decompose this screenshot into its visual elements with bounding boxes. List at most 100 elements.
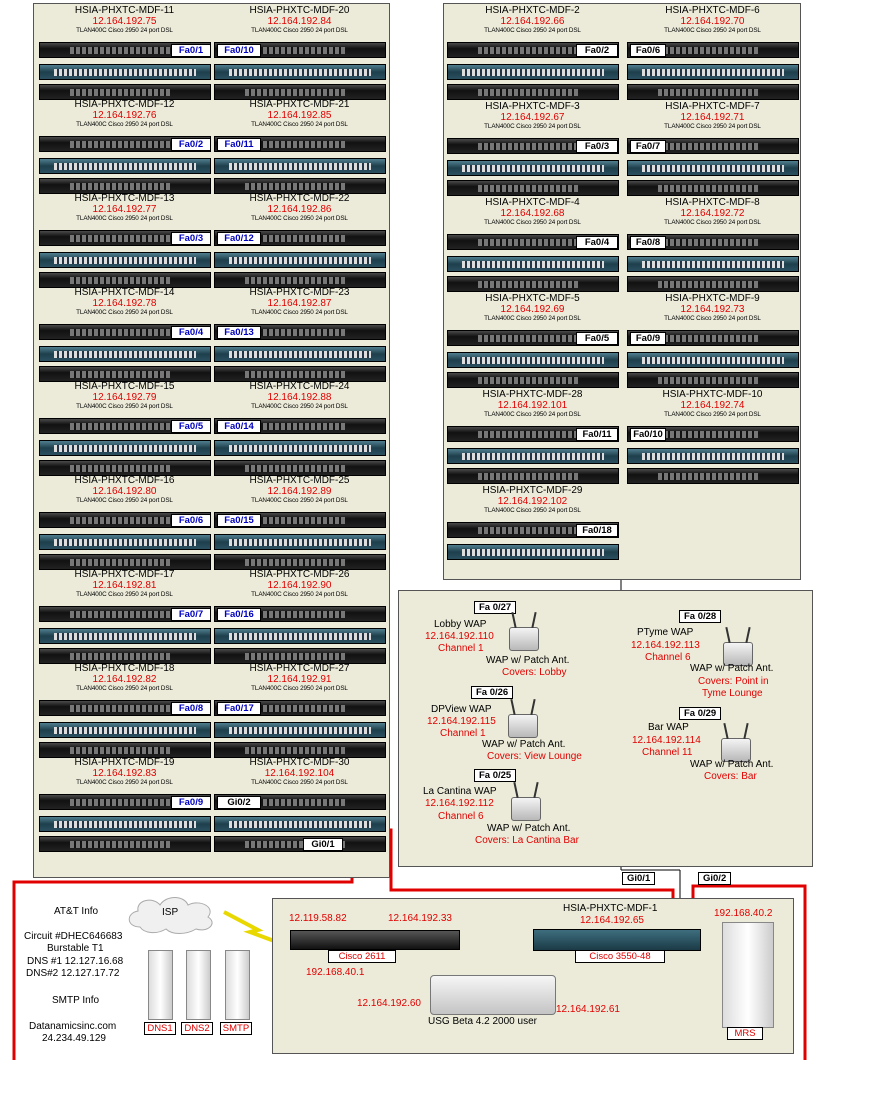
wap-type: WAP w/ Patch Ant.	[690, 663, 774, 674]
patch-panel-icon	[214, 534, 386, 550]
wap-device-icon	[509, 627, 539, 651]
domain-name: Datanamicsinc.com	[29, 1021, 117, 1032]
switch-model: TLAN400C Cisco 2950 24 port DSL	[484, 27, 581, 34]
switch-name: HSIA-PHXTC-MDF-8	[665, 197, 760, 208]
wap-coverage: Covers: Bar	[704, 771, 757, 782]
switch-icon	[214, 554, 386, 570]
isp-label: ISP	[162, 907, 179, 918]
switch-port-label: Fa0/6	[171, 514, 211, 527]
switch-icon	[39, 84, 211, 100]
cloud-icon	[128, 897, 213, 934]
att-service: Burstable T1	[47, 943, 104, 954]
switch-name: HSIA-PHXTC-MDF-19	[74, 757, 175, 768]
switch-model: TLAN400C Cisco 2950 24 port DSL	[664, 219, 761, 226]
switch-name: HSIA-PHXTC-MDF-6	[665, 5, 760, 16]
switch-model: TLAN400C Cisco 2950 24 port DSL	[251, 685, 348, 692]
switch-port-label: Fa0/8	[171, 702, 211, 715]
switch-icon	[214, 742, 386, 758]
switch-icon: Fa0/6	[627, 42, 799, 58]
switch-name: HSIA-PHXTC-MDF-7	[665, 101, 760, 112]
switch-ip: 12.164.192.85	[267, 110, 332, 121]
switch-icon	[39, 742, 211, 758]
wap-ip: 12.164.192.115	[427, 716, 496, 727]
switch-icon	[447, 180, 619, 196]
switch-name: HSIA-PHXTC-MDF-21	[249, 99, 350, 110]
switch-name: HSIA-PHXTC-MDF-23	[249, 287, 350, 298]
switch-name: HSIA-PHXTC-MDF-13	[74, 193, 175, 204]
switch-port-label: Fa0/9	[630, 332, 666, 345]
switch-name: HSIA-PHXTC-MDF-16	[74, 475, 175, 486]
switch-icon	[39, 366, 211, 382]
switch-model: TLAN400C Cisco 2950 24 port DSL	[664, 123, 761, 130]
wap-type: WAP w/ Patch Ant.	[482, 739, 566, 750]
wap-ip: 12.164.192.110	[425, 631, 494, 642]
switch-ip: 12.164.192.78	[92, 298, 157, 309]
switch-ip: 12.164.192.69	[500, 304, 565, 315]
server-label: SMTP	[220, 1022, 252, 1035]
switch-ip: 12.164.192.102	[497, 496, 568, 507]
patch-panel-icon	[627, 64, 799, 80]
usg-label: USG Beta 4.2 2000 user	[428, 1016, 537, 1027]
switch-model: TLAN400C Cisco 2950 24 port DSL	[76, 121, 173, 128]
switch-icon	[447, 468, 619, 484]
switch-icon: Fa0/18	[447, 522, 619, 538]
switch-ip: 12.164.192.79	[92, 392, 157, 403]
switch-name: HSIA-PHXTC-MDF-12	[74, 99, 175, 110]
patch-panel-icon	[39, 440, 211, 456]
switch-ip: 12.164.192.88	[267, 392, 332, 403]
patch-panel-icon	[447, 352, 619, 368]
patch-panel-icon	[39, 816, 211, 832]
router-label: Cisco 2611	[328, 950, 396, 963]
switch-model: TLAN400C Cisco 2950 24 port DSL	[664, 411, 761, 418]
switch-icon: Fa0/4	[39, 324, 211, 340]
switch-port-label: Fa0/11	[217, 138, 261, 151]
wap-coverage: Covers: Lobby	[502, 667, 567, 678]
patch-panel-icon	[447, 256, 619, 272]
switch-icon	[447, 276, 619, 292]
switch-port-label: Fa0/11	[576, 428, 618, 441]
mdf1-label: Cisco 3550-48	[575, 950, 665, 963]
patch-panel-icon	[39, 64, 211, 80]
switch-port-label: Fa0/7	[171, 608, 211, 621]
wap-name: Lobby WAP	[434, 619, 487, 630]
wap-name: PTyme WAP	[637, 627, 694, 638]
switch-model: TLAN400C Cisco 2950 24 port DSL	[251, 309, 348, 316]
switch-name: HSIA-PHXTC-MDF-29	[482, 485, 583, 496]
switch-port-label: Fa0/9	[171, 796, 211, 809]
switch-name: HSIA-PHXTC-MDF-20	[249, 5, 350, 16]
switch-name: HSIA-PHXTC-MDF-28	[482, 389, 583, 400]
switch-icon: Fa0/10	[627, 426, 799, 442]
mrs-label: MRS	[727, 1027, 763, 1040]
att-circuit: Circuit #DHEC646683	[24, 931, 123, 942]
switch-model: TLAN400C Cisco 2950 24 port DSL	[484, 411, 581, 418]
switch-icon	[214, 648, 386, 664]
wap-port-label: Fa 0/26	[471, 686, 514, 699]
switch-ip: 12.164.192.70	[680, 16, 745, 27]
patch-panel-icon	[447, 160, 619, 176]
wap-coverage: Covers: View Lounge	[487, 751, 582, 762]
switch-ip: 12.164.192.82	[92, 674, 157, 685]
switch-model: TLAN400C Cisco 2950 24 port DSL	[251, 215, 348, 222]
patch-panel-icon	[447, 544, 619, 560]
wap-coverage: Covers: La Cantina Bar	[475, 835, 579, 846]
wap-name: DPView WAP	[431, 704, 492, 715]
switch-ip: 12.164.192.72	[680, 208, 745, 219]
switch-name: HSIA-PHXTC-MDF-5	[485, 293, 580, 304]
switch-icon	[39, 648, 211, 664]
switch-name: HSIA-PHXTC-MDF-24	[249, 381, 350, 392]
switch-icon: Fa0/8	[39, 700, 211, 716]
domain-ip: 24.234.49.129	[42, 1033, 106, 1044]
switch-ip: 12.164.192.81	[92, 580, 157, 591]
patch-panel-icon	[214, 816, 386, 832]
router-lan-ip: 12.164.192.33	[388, 913, 452, 924]
server-label: DNS1	[144, 1022, 176, 1035]
switch-icon: Fa0/6	[39, 512, 211, 528]
patch-panel-icon	[214, 158, 386, 174]
switch-port-label: Fa0/6	[630, 44, 666, 57]
switch-port-label: Fa0/3	[576, 140, 618, 153]
mdf1-name: HSIA-PHXTC-MDF-1	[563, 903, 658, 914]
switch-icon	[627, 84, 799, 100]
patch-panel-icon	[39, 628, 211, 644]
switch-port-label: Fa0/18	[576, 524, 618, 537]
wap-port-label: Fa 0/25	[474, 769, 517, 782]
